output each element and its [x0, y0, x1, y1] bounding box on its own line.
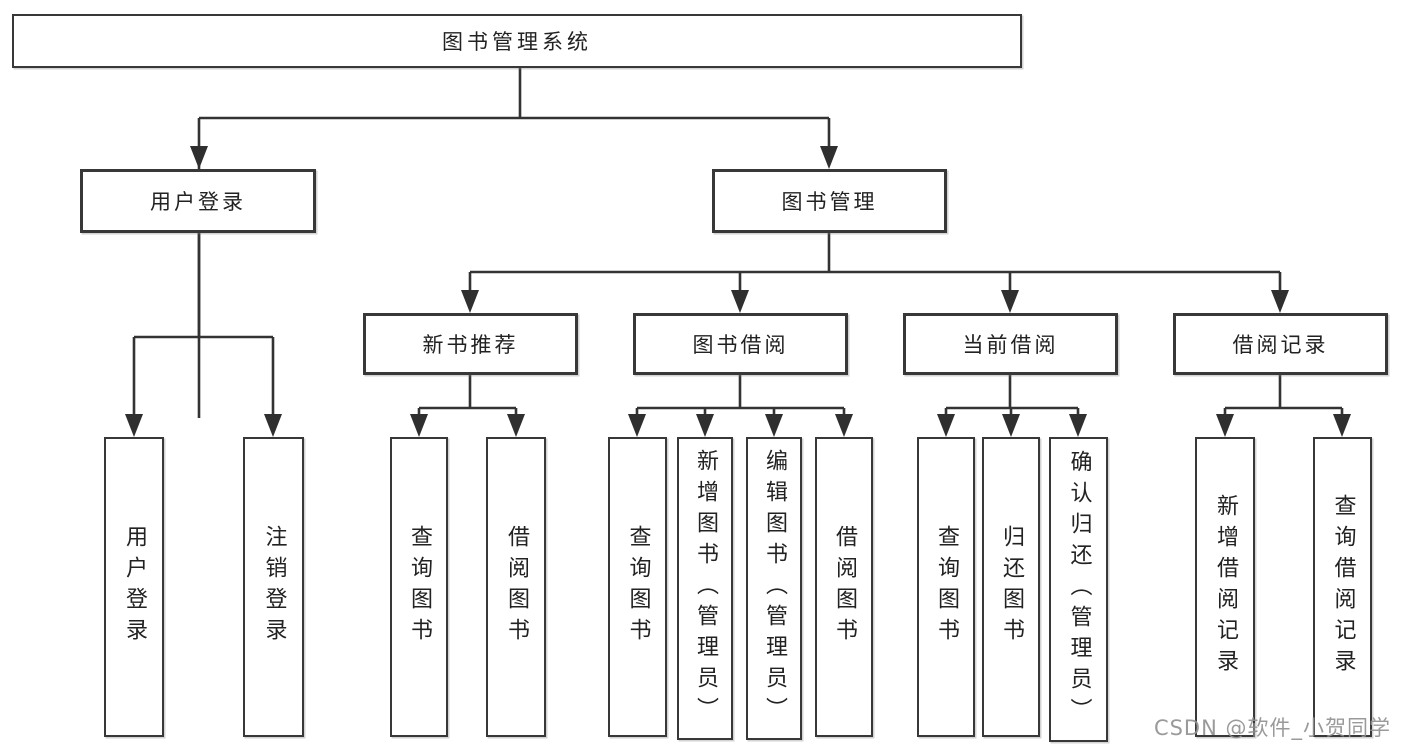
node-book-borrowing: 图书借阅: [633, 313, 848, 375]
node-label: 图书借阅: [692, 333, 789, 357]
leaf-logout: 注销登录: [243, 437, 304, 737]
node-label: 图书管理系统: [442, 30, 592, 54]
node-label: 查询图书: [934, 525, 959, 649]
node-label: 用户登录: [150, 190, 246, 214]
leaf-br-query-borrow-record: 查询借阅记录: [1313, 437, 1372, 737]
leaf-bb-add-book-admin: 新增图书（管理员）: [677, 437, 733, 740]
node-label: 查询图书: [625, 525, 651, 649]
node-label: 新增图书（管理员）: [693, 449, 718, 728]
node-label: 查询图书: [407, 525, 432, 649]
node-book-management-system: 图书管理系统: [12, 14, 1022, 68]
leaf-bb-edit-book-admin: 编辑图书（管理员）: [746, 437, 802, 740]
leaf-br-add-borrow-record: 新增借阅记录: [1195, 437, 1255, 737]
node-label: 归还图书: [999, 525, 1024, 649]
leaf-cb-confirm-return-admin: 确认归还（管理员）: [1049, 437, 1108, 742]
node-book-management: 图书管理: [712, 169, 947, 233]
leaf-bb-borrow-books: 借阅图书: [815, 437, 873, 737]
leaf-cb-query-books: 查询图书: [917, 437, 975, 737]
node-label: 新书推荐: [422, 333, 519, 357]
leaf-bb-query-books: 查询图书: [608, 437, 667, 737]
node-label: 确认归还（管理员）: [1066, 450, 1092, 729]
node-label: 查询借阅记录: [1330, 494, 1356, 680]
node-label: 用户登录: [122, 525, 147, 649]
node-label: 注销登录: [261, 525, 287, 649]
node-label: 借阅图书: [504, 525, 529, 649]
leaf-nbr-borrow-books: 借阅图书: [486, 437, 546, 737]
leaf-nbr-query-books: 查询图书: [390, 437, 448, 737]
node-label: 当前借阅: [962, 333, 1059, 357]
csdn-watermark: CSDN @软件_小贺同学: [1153, 716, 1391, 740]
node-label: 借阅图书: [832, 525, 857, 649]
node-new-book-recommendation: 新书推荐: [363, 313, 578, 375]
node-label: 编辑图书（管理员）: [762, 449, 787, 728]
node-label: 新增借阅记录: [1213, 494, 1238, 680]
leaf-cb-return-books: 归还图书: [982, 437, 1040, 737]
leaf-user-login: 用户登录: [104, 437, 164, 737]
node-label: 图书管理: [781, 190, 878, 214]
node-label: 借阅记录: [1232, 333, 1329, 357]
node-current-borrowing: 当前借阅: [903, 313, 1118, 375]
node-user-login: 用户登录: [80, 169, 316, 233]
node-borrowing-records: 借阅记录: [1173, 313, 1388, 375]
